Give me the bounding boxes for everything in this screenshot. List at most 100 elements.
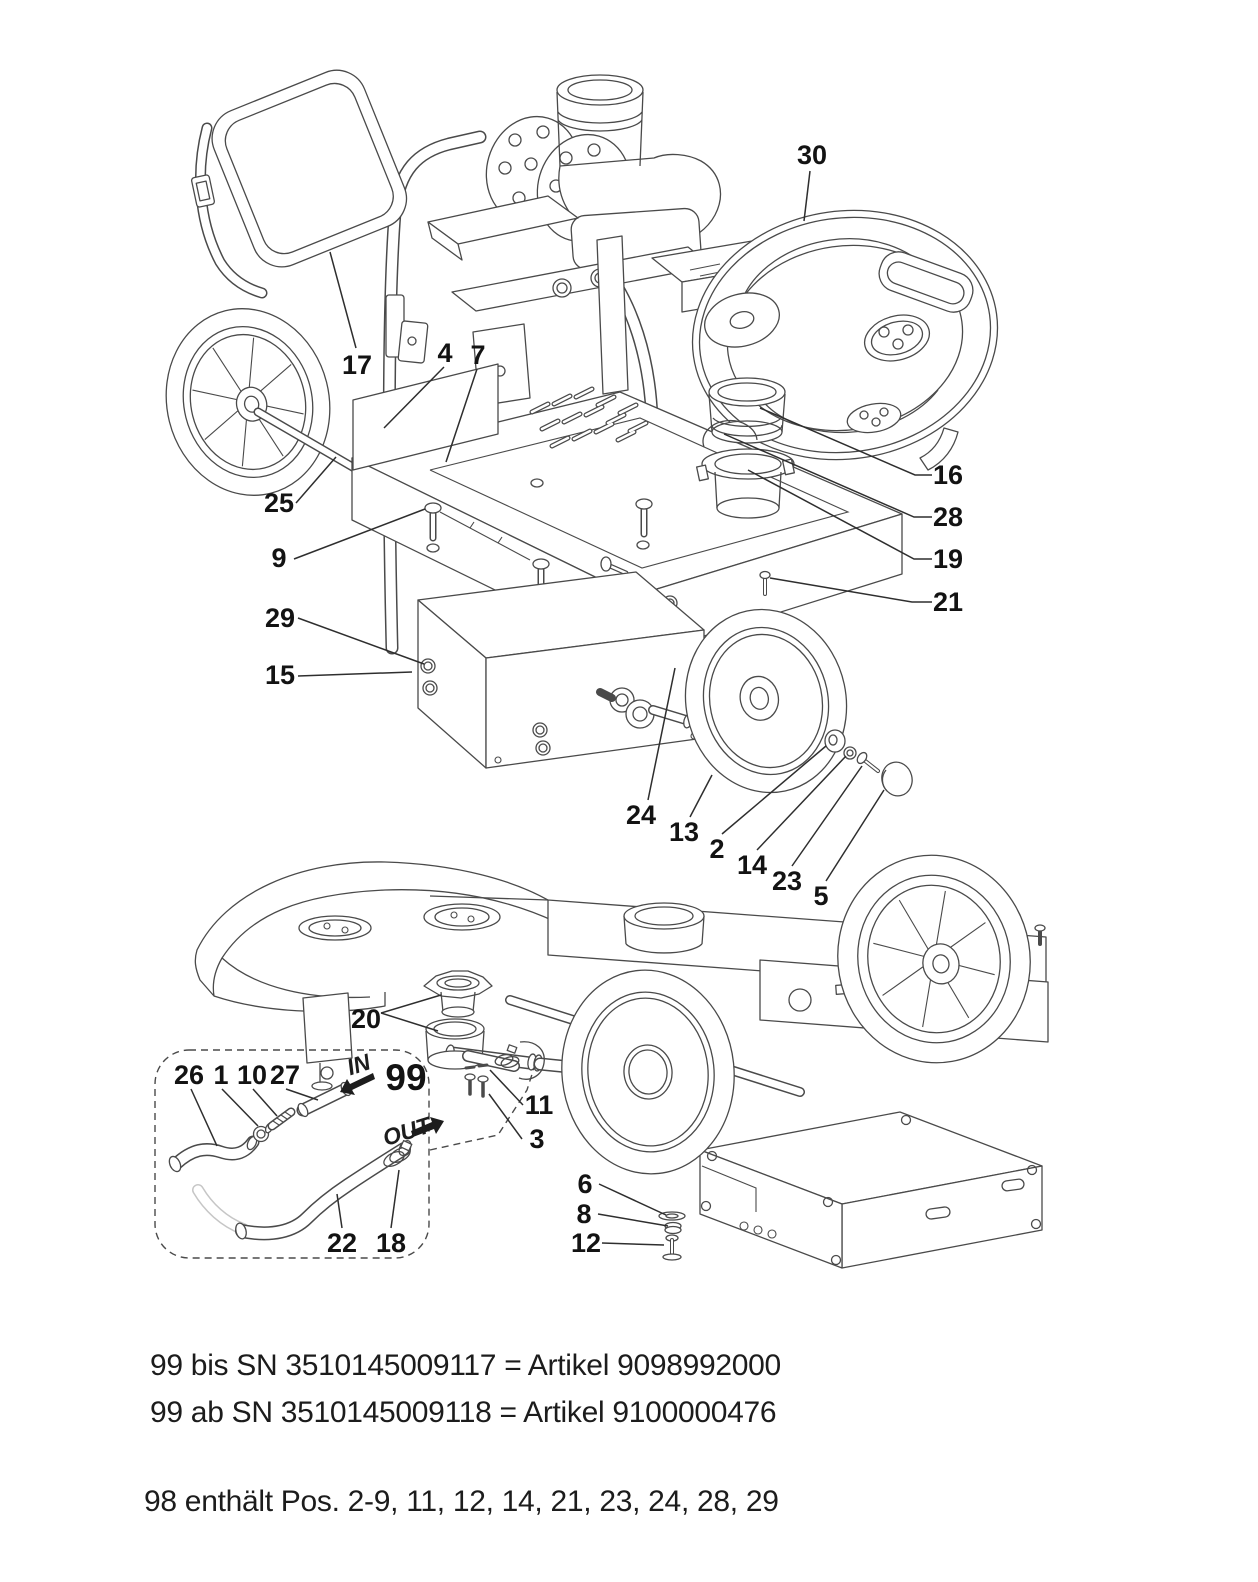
leader-line-8 — [597, 1213, 669, 1227]
callout-number-27: 27 — [270, 1060, 300, 1090]
t-bolt — [600, 556, 629, 576]
callout-8: 8 — [576, 1199, 669, 1229]
suction-cups — [695, 377, 795, 519]
callout-number-13: 13 — [669, 817, 699, 847]
center-wheel-disc — [561, 969, 735, 1175]
leader-line-14 — [756, 755, 847, 851]
right-spoked-wheel — [837, 854, 1031, 1064]
leader-line-19 — [747, 469, 932, 560]
callout-17: 17 — [329, 251, 372, 380]
leader-line-9 — [293, 508, 426, 560]
callout-15: 15 — [265, 660, 413, 690]
callout-number-9: 9 — [271, 543, 286, 573]
callout-number-8: 8 — [576, 1199, 591, 1229]
lower-left-bracket — [302, 992, 353, 1091]
battery-box — [699, 1111, 1043, 1269]
note-line-3: 98 enthält Pos. 2-9, 11, 12, 14, 21, 23,… — [144, 1485, 779, 1518]
leader-line-20 — [380, 994, 442, 1014]
callout-12: 12 — [571, 1228, 665, 1258]
rear-wheel-disc — [684, 608, 848, 794]
leader-line-5 — [825, 789, 885, 882]
note-line-2: 99 ab SN 3510145009118 = Artikel 9100000… — [150, 1396, 777, 1429]
callout-number-20: 20 — [351, 1004, 381, 1034]
callout-number-26: 26 — [174, 1060, 204, 1090]
leader-line-6 — [598, 1183, 667, 1216]
fastener-stack — [658, 1211, 686, 1261]
callout-28: 28 — [723, 433, 963, 532]
leader-line-16 — [759, 407, 932, 476]
leader-line-23 — [791, 765, 863, 867]
leader-line-4 — [383, 366, 445, 429]
axle-nut — [843, 746, 857, 760]
leader-line-26 — [190, 1088, 218, 1147]
callout-number-6: 6 — [577, 1169, 592, 1199]
leader-line-7 — [445, 368, 478, 463]
callout-30: 30 — [797, 140, 827, 222]
callout-number-22: 22 — [327, 1228, 357, 1258]
pad-strap — [190, 122, 268, 299]
callout-number-18: 18 — [376, 1228, 406, 1258]
callout-number-1: 1 — [213, 1060, 228, 1090]
leader-line-24 — [647, 667, 676, 801]
leader-line-13 — [689, 774, 713, 818]
deck-bolt — [635, 498, 653, 538]
outlet-hose — [192, 1139, 412, 1241]
callout-number-24: 24 — [626, 800, 656, 830]
callout-6: 6 — [577, 1169, 667, 1216]
callout-14: 14 — [737, 755, 847, 880]
hose-clamp — [383, 1139, 413, 1168]
callout-24: 24 — [626, 667, 676, 830]
leader-line-3 — [488, 1093, 523, 1140]
callout-25: 25 — [264, 456, 337, 518]
lower-deck-shroud — [194, 861, 557, 1013]
leader-line-1 — [221, 1088, 259, 1127]
pad-part — [211, 69, 408, 268]
leader-line-22 — [336, 1193, 343, 1229]
screw-21 — [759, 570, 771, 596]
valve-box — [417, 571, 705, 769]
inlet-hose — [168, 1135, 260, 1173]
leader-line-21 — [769, 577, 932, 603]
upper-exploded-view — [165, 69, 999, 797]
wheel-cap — [881, 761, 913, 797]
inset-connector-line — [429, 1067, 535, 1151]
leader-line-2 — [721, 745, 827, 835]
callout-number-15: 15 — [265, 660, 295, 690]
callout-18: 18 — [376, 1169, 406, 1258]
callout-11: 11 — [489, 1069, 553, 1120]
mount-screws — [464, 1063, 489, 1098]
axle-screw — [856, 751, 880, 773]
callout-number-28: 28 — [933, 502, 963, 532]
callout-number-2: 2 — [709, 834, 724, 864]
callout-number-23: 23 — [772, 866, 802, 896]
callout-29: 29 — [265, 603, 425, 665]
inlet-tube — [296, 1081, 353, 1118]
barb-fitting — [267, 1107, 296, 1131]
callout-number-4: 4 — [437, 338, 452, 368]
callout-19: 19 — [747, 469, 963, 574]
callout-27: 27 — [270, 1060, 319, 1101]
callout-22: 22 — [327, 1193, 357, 1258]
callout-number-3: 3 — [529, 1124, 544, 1154]
callout-3: 3 — [488, 1093, 545, 1154]
callout-5: 5 — [813, 789, 885, 911]
blower-seat — [623, 902, 705, 954]
callout-number-10: 10 — [237, 1060, 267, 1090]
left-wheel — [165, 308, 331, 496]
callout-1: 1 — [213, 1060, 259, 1127]
leader-line-25 — [295, 456, 337, 504]
lower-exploded-view — [194, 854, 1049, 1269]
out-arrow — [411, 1117, 444, 1137]
callout-number-30: 30 — [797, 140, 827, 170]
leader-line-11 — [489, 1069, 524, 1106]
callout-2: 2 — [709, 745, 827, 864]
chassis-screw — [1034, 924, 1046, 946]
callout-number-21: 21 — [933, 587, 963, 617]
callout-number-25: 25 — [264, 488, 294, 518]
inset-box: IN OUT 99 — [154, 1048, 444, 1259]
callout-number-14: 14 — [737, 850, 767, 880]
hub-cap-disc — [824, 729, 846, 753]
callout-number-7: 7 — [470, 340, 485, 370]
callout-number-12: 12 — [571, 1228, 601, 1258]
